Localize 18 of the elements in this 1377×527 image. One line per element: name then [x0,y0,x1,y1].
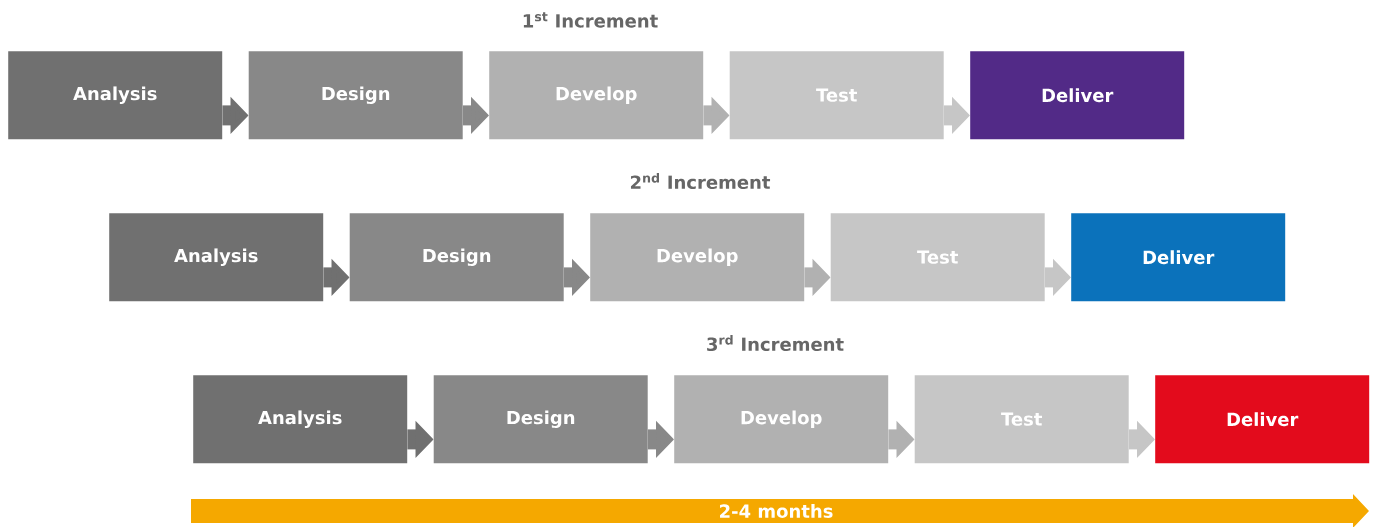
process-box: Deliver [1155,375,1370,464]
process-box: Design [248,51,463,140]
increment-heading: 3$^{rd}$ Increment [707,334,844,352]
process-box: Test [914,375,1129,464]
process-box: Deliver [1071,213,1286,302]
process-box: Develop [590,213,805,302]
process-box: Test [830,213,1045,302]
process-box: Analysis [109,213,324,302]
process-box: Design [433,375,648,464]
increment-heading: 1$^{st}$ Increment [523,12,658,28]
process-box: Test [729,51,944,140]
process-box: Develop [489,51,704,140]
process-box: Analysis [193,375,408,464]
increment-heading: 2$^{nd}$ Increment [630,172,771,190]
process-box: Develop [674,375,889,464]
process-box: Deliver [970,51,1185,140]
process-box: Design [349,213,564,302]
process-box: Analysis [8,51,223,140]
